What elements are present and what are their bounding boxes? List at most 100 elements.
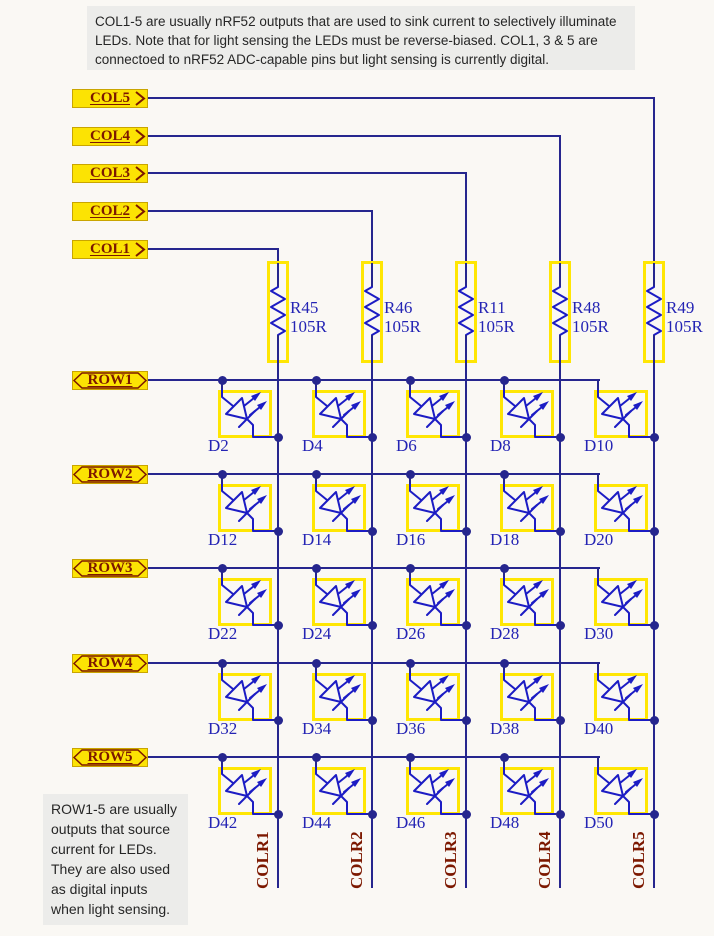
chevron-right-icon — [135, 90, 146, 106]
resistor-R45[interactable] — [267, 261, 289, 363]
wire — [221, 568, 223, 578]
led-D26[interactable] — [406, 577, 461, 626]
resistor-R46[interactable] — [361, 261, 383, 363]
led-D46[interactable] — [406, 766, 461, 815]
emission-arrow-icon — [345, 580, 355, 589]
led-D14[interactable] — [312, 483, 367, 532]
junction-dot — [311, 469, 321, 479]
led-ref: D6 — [396, 436, 417, 455]
hier-label-row2[interactable]: ROW2 — [72, 464, 148, 484]
wire — [315, 757, 317, 767]
led-D34[interactable] — [312, 672, 367, 721]
led-ref: D18 — [490, 530, 520, 549]
resistor-value: 105R — [666, 317, 703, 336]
wire — [503, 474, 505, 484]
led-symbol — [312, 577, 367, 626]
led-symbol — [312, 766, 367, 815]
highlight-box — [312, 484, 366, 532]
bidirectional-hexagon-shape — [72, 465, 148, 483]
hier-label-col5[interactable]: COL5 — [72, 88, 148, 108]
hier-label-row5[interactable]: ROW5 — [72, 747, 148, 767]
hier-label-row3[interactable]: ROW3 — [72, 558, 148, 578]
wire — [597, 757, 599, 767]
led-D20[interactable] — [594, 483, 649, 532]
led-D4[interactable] — [312, 389, 367, 438]
led-D38[interactable] — [500, 672, 555, 721]
wire — [371, 211, 373, 265]
led-symbol — [594, 766, 649, 815]
resistor-R49[interactable] — [643, 261, 665, 363]
led-D48[interactable] — [500, 766, 555, 815]
wire — [503, 568, 505, 578]
highlight-box — [594, 484, 648, 532]
emission-arrow-icon — [345, 769, 355, 778]
wire — [221, 474, 223, 484]
junction-dot — [555, 715, 565, 725]
led-symbol — [500, 766, 555, 815]
junction-dot — [217, 563, 227, 573]
led-D50[interactable] — [594, 766, 649, 815]
port-label-text: COL2 — [89, 202, 130, 219]
hier-label-col1[interactable]: COL1 — [72, 239, 148, 259]
led-ref: D12 — [208, 530, 238, 549]
emission-arrow-icon — [345, 392, 355, 401]
junction-dot — [649, 526, 659, 536]
wire — [597, 474, 599, 484]
net-label-colr1[interactable]: COLR1 — [253, 831, 272, 889]
resistor-ref: R46 — [384, 298, 413, 317]
emission-arrow-icon — [633, 684, 643, 693]
led-ref: D30 — [584, 624, 614, 643]
led-symbol — [594, 672, 649, 721]
led-D8[interactable] — [500, 389, 555, 438]
net-label-colr3[interactable]: COLR3 — [441, 831, 460, 889]
led-D24[interactable] — [312, 577, 367, 626]
led-D12[interactable] — [218, 483, 273, 532]
led-D2[interactable] — [218, 389, 273, 438]
hier-label-row4[interactable]: ROW4 — [72, 653, 148, 673]
emission-arrow-icon — [251, 675, 261, 684]
emission-arrow-icon — [445, 495, 455, 504]
chevron-right-icon — [135, 165, 146, 181]
net-label-colr2[interactable]: COLR2 — [347, 831, 366, 889]
junction-dot — [649, 620, 659, 630]
wire — [277, 249, 279, 265]
resistor-R11[interactable] — [455, 261, 477, 363]
led-D40[interactable] — [594, 672, 649, 721]
junction-dot — [367, 432, 377, 442]
led-D30[interactable] — [594, 577, 649, 626]
hier-label-row1[interactable]: ROW1 — [72, 370, 148, 390]
led-D28[interactable] — [500, 577, 555, 626]
net-label-colr5[interactable]: COLR5 — [629, 831, 648, 889]
led-ref: D28 — [490, 624, 520, 643]
wire — [221, 757, 223, 767]
led-D32[interactable] — [218, 672, 273, 721]
led-D6[interactable] — [406, 389, 461, 438]
led-D42[interactable] — [218, 766, 273, 815]
resistor-R48[interactable] — [549, 261, 571, 363]
led-ref: D34 — [302, 719, 332, 738]
junction-dot — [217, 658, 227, 668]
led-D44[interactable] — [312, 766, 367, 815]
port-label-text: ROW5 — [87, 748, 133, 765]
led-D22[interactable] — [218, 577, 273, 626]
hier-label-col3[interactable]: COL3 — [72, 163, 148, 183]
junction-dot — [405, 752, 415, 762]
highlight-box — [218, 767, 272, 815]
led-ref: D2 — [208, 436, 229, 455]
led-D36[interactable] — [406, 672, 461, 721]
net-label-colr4[interactable]: COLR4 — [535, 831, 554, 889]
led-D10[interactable] — [594, 389, 649, 438]
led-ref: D50 — [584, 813, 614, 832]
led-ref: D20 — [584, 530, 614, 549]
hier-label-col4[interactable]: COL4 — [72, 126, 148, 146]
led-symbol — [500, 577, 555, 626]
wire — [503, 757, 505, 767]
junction-dot — [555, 432, 565, 442]
led-ref: D10 — [584, 436, 614, 455]
led-D18[interactable] — [500, 483, 555, 532]
wire — [315, 663, 317, 673]
led-D16[interactable] — [406, 483, 461, 532]
hier-label-col2[interactable]: COL2 — [72, 201, 148, 221]
highlight-box — [594, 673, 648, 721]
wire — [148, 248, 279, 250]
